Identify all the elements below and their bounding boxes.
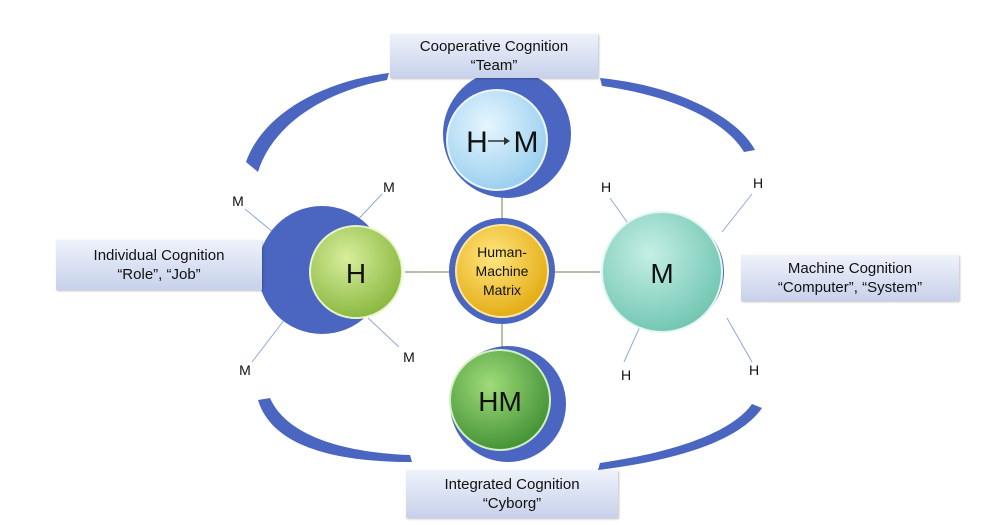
spoke-right-bottom-inner [623, 321, 643, 363]
bottom-node-label: HM [478, 386, 522, 417]
outer-arc-bottom-right [598, 404, 762, 470]
top-node [446, 89, 548, 191]
spoke-right-top-outer [721, 193, 753, 233]
top-node-h: H [466, 126, 488, 159]
outer-arc-top-right [600, 78, 755, 152]
cooperative-cognition-label: Cooperative Cognition “Team” [390, 34, 598, 78]
integrated-cognition-label: Integrated Cognition “Cyborg” [406, 470, 618, 518]
top-node-arrowhead [504, 137, 510, 145]
spoke-left-bottom-outer [251, 314, 289, 363]
right-node [601, 211, 723, 333]
spoke-label-left-bottom-outer: M [239, 362, 251, 378]
outer-arc-top-left [246, 73, 389, 172]
machine-cognition-subtitle: “Computer”, “System” [777, 279, 923, 296]
spoke-left-bottom-inner [367, 317, 400, 348]
spoke-label-left-top-inner: M [383, 179, 395, 195]
spoke-right-bottom-outer [726, 317, 753, 363]
spoke-label-left-top-outer: M [232, 193, 244, 209]
top-node-m: M [514, 126, 539, 159]
spoke-label-right-bottom-outer: H [749, 362, 759, 378]
outer-arc-bottom-left [258, 398, 412, 462]
center-line-1: Human- [477, 244, 527, 260]
spoke-label-right-bottom-inner: H [621, 367, 631, 383]
right-node-label: M [650, 258, 673, 289]
spoke-label-right-top-inner: H [601, 179, 611, 195]
cooperative-cognition-title: Cooperative Cognition [419, 38, 569, 55]
machine-cognition-label: Machine Cognition “Computer”, “System” [741, 255, 959, 301]
integrated-cognition-subtitle: “Cyborg” [482, 495, 542, 512]
individual-cognition-subtitle: “Role”, “Job” [117, 266, 201, 283]
individual-cognition-title: Individual Cognition [93, 247, 225, 264]
center-line-2: Machine [476, 263, 529, 279]
spoke-label-left-bottom-inner: M [403, 349, 415, 365]
left-node [309, 225, 403, 319]
machine-cognition-title: Machine Cognition [787, 260, 913, 277]
cooperative-cognition-subtitle: “Team” [470, 57, 518, 74]
integrated-cognition-title: Integrated Cognition [444, 476, 580, 493]
center-line-3: Matrix [483, 282, 521, 298]
center-node [455, 224, 549, 318]
spoke-label-right-top-outer: H [753, 175, 763, 191]
individual-cognition-label: Individual Cognition “Role”, “Job” [56, 240, 262, 290]
bottom-node [449, 349, 551, 451]
left-node-label: H [346, 258, 366, 289]
